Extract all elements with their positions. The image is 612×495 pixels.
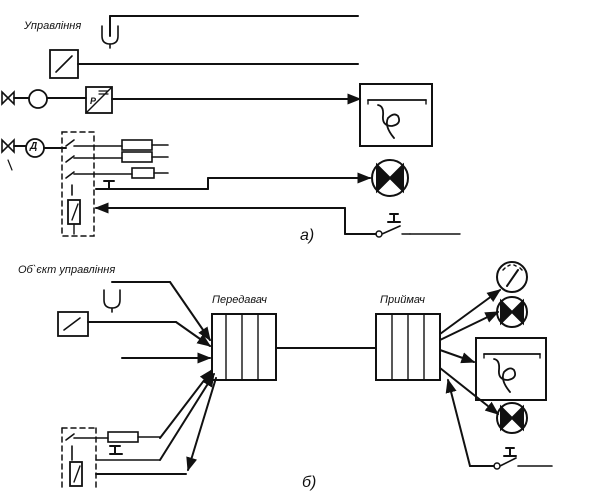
label-control-object: Об`єкт управління bbox=[18, 264, 116, 276]
coil-b bbox=[69, 461, 187, 487]
chart-recorder-b bbox=[475, 337, 547, 401]
part-b-scheme bbox=[57, 261, 553, 491]
input-line-b2 bbox=[159, 368, 213, 439]
label-part-a: а) bbox=[300, 227, 315, 244]
receiver-block bbox=[375, 313, 441, 381]
label-control: Управління bbox=[24, 20, 82, 32]
label-transmitter: Передавач bbox=[212, 294, 267, 306]
rx-out-lamp1 bbox=[439, 311, 500, 341]
pressure-chain bbox=[1, 86, 362, 114]
part-a-scheme bbox=[1, 15, 461, 238]
rx-out-recorder bbox=[439, 349, 476, 364]
indicator-lamp-b1 bbox=[496, 296, 528, 328]
indicator-lamp-b2 bbox=[496, 402, 528, 434]
coil-a bbox=[67, 199, 81, 235]
rx-out-lamp2 bbox=[439, 367, 500, 415]
contact-group-a bbox=[65, 139, 169, 196]
contact-group-b bbox=[65, 431, 161, 461]
relay-enclosure-a bbox=[61, 131, 95, 237]
label-part-b: б) bbox=[302, 474, 317, 491]
command-symbol-b bbox=[103, 281, 211, 342]
output-line-b-return bbox=[186, 377, 217, 472]
signal-line-a-out bbox=[95, 172, 372, 190]
chart-recorder-a bbox=[359, 83, 433, 147]
transmitter-block bbox=[211, 313, 277, 381]
motor-symbol: Д bbox=[30, 141, 38, 152]
return-line-a bbox=[94, 202, 461, 238]
rx-out-gauge bbox=[439, 289, 502, 335]
position-switch-b bbox=[57, 311, 212, 347]
pressure-symbol: P bbox=[90, 96, 97, 106]
command-key-b bbox=[445, 378, 553, 470]
command-line bbox=[101, 15, 359, 49]
position-switch bbox=[49, 49, 359, 79]
gauge-icon bbox=[496, 261, 528, 293]
label-receiver: Приймач bbox=[380, 294, 425, 306]
input-line-b3 bbox=[159, 372, 215, 461]
indicator-lamp-a bbox=[371, 159, 409, 197]
